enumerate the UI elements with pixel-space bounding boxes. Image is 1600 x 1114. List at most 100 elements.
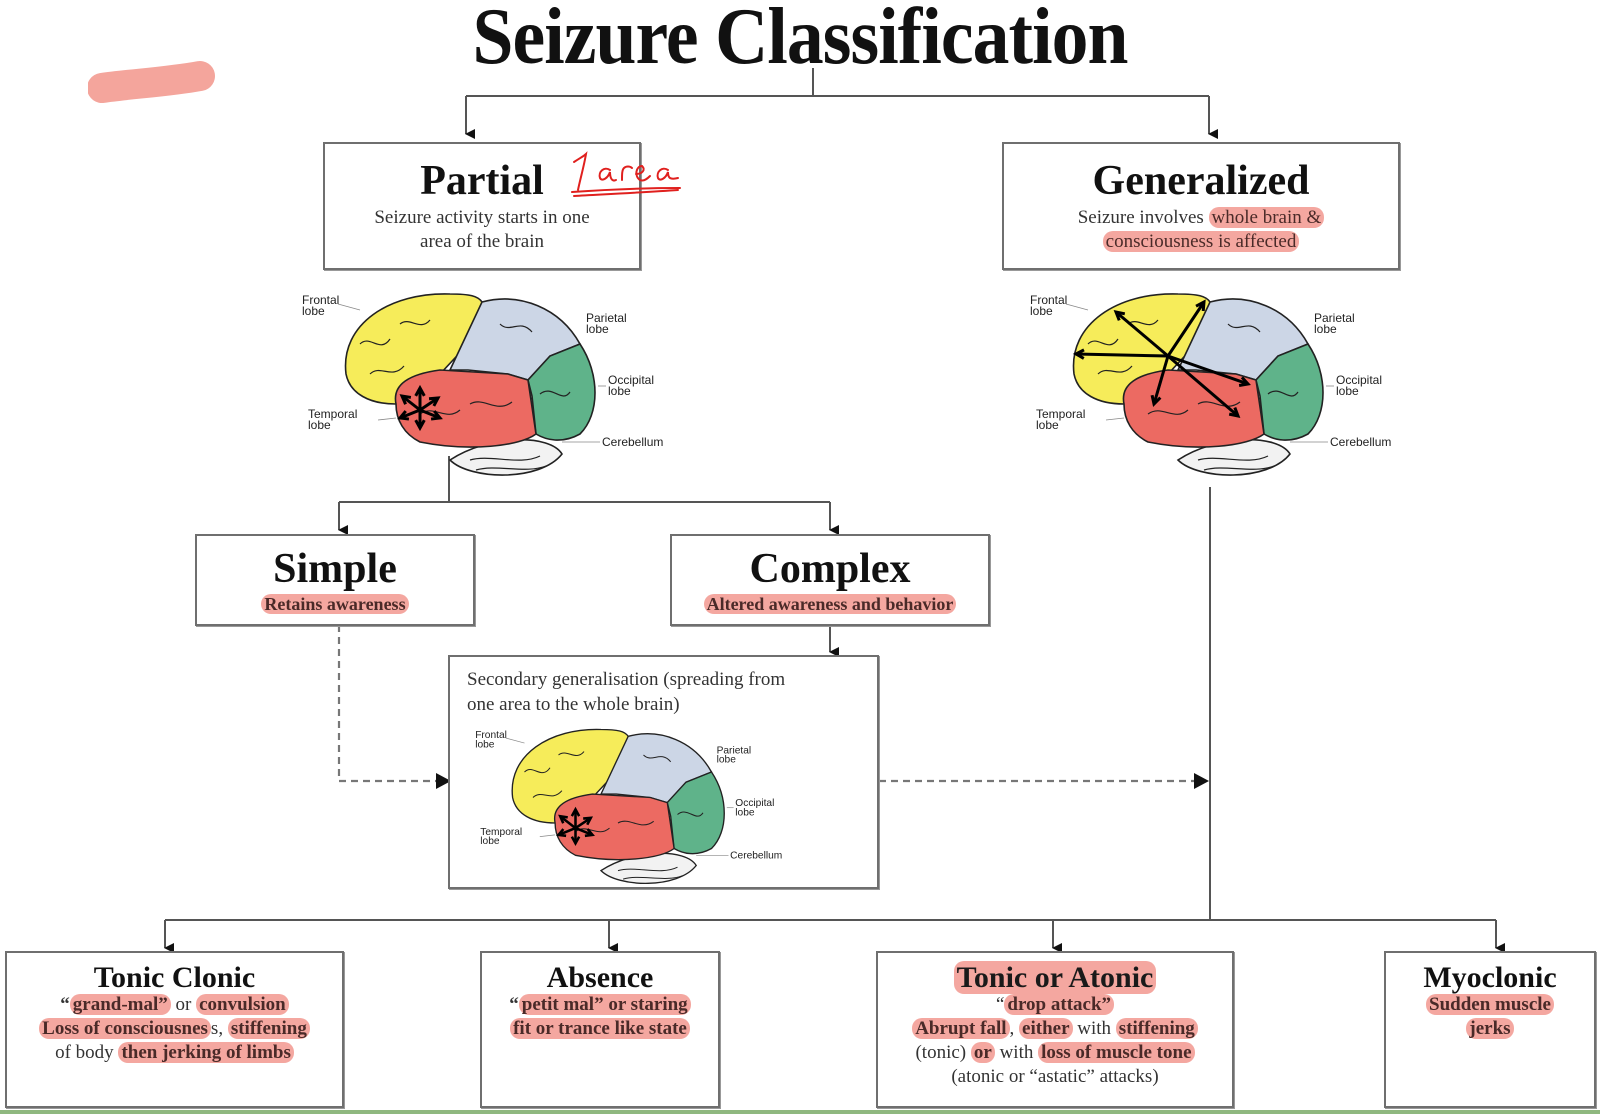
- text: with: [1072, 1018, 1116, 1039]
- text: with: [994, 1042, 1039, 1063]
- gyrus-line: [622, 875, 683, 880]
- gyrus-line: [539, 390, 571, 397]
- parietal-lobe-label: lobe: [1314, 322, 1337, 336]
- parietal-lobe-label: Parietal: [1314, 311, 1355, 325]
- myoclonic-jerks: jerks: [1466, 1018, 1514, 1039]
- temporal-lobe-region: [394, 369, 537, 448]
- temporal-lobe-label: lobe: [1036, 418, 1059, 432]
- gyrus-line: [677, 811, 704, 817]
- spread-arrows-icon: [397, 384, 443, 432]
- text: ,: [1009, 1018, 1020, 1039]
- frontal-lobe-label: lobe: [302, 304, 325, 318]
- occipital-lobe-label: lobe: [735, 807, 755, 818]
- gyrus-line: [1087, 338, 1119, 346]
- temporal-lobe-label: Temporal: [480, 827, 522, 838]
- myoclonic-box: Myoclonic Sudden muscle jerks: [1384, 951, 1596, 1108]
- partial-desc-line1: Seizure activity starts in one: [374, 207, 590, 228]
- gyrus-line: [1267, 390, 1299, 397]
- occipital-lobe-label: lobe: [1336, 384, 1359, 398]
- text: (tonic): [915, 1042, 971, 1063]
- occipital-lobe-label: lobe: [608, 384, 631, 398]
- occipital-lobe-label: Occipital: [735, 798, 774, 809]
- parietal-lobe-label: lobe: [586, 322, 609, 336]
- tonic-clonic-stiffening: stiffening: [227, 1018, 310, 1039]
- spread-arrows-icon: [1072, 299, 1251, 419]
- temporal-lobe-label: Temporal: [1036, 407, 1085, 421]
- gyrus-line: [617, 820, 655, 826]
- myoclonic-heading: Myoclonic: [1423, 961, 1557, 994]
- tonic-atonic-or: or: [970, 1042, 995, 1063]
- parietal-lobe-label: Parietal: [586, 311, 627, 325]
- tonic-atonic-box: Tonic or Atonic “drop attack” Abrupt fal…: [876, 951, 1234, 1108]
- partial-desc-line2: area of the brain: [420, 231, 544, 252]
- dashed-arrowhead-right: [1194, 773, 1209, 789]
- gyrus-line: [532, 790, 563, 798]
- dashed-simple-to-secondary: [337, 625, 436, 783]
- complex-box: Complex Altered awareness and behavior: [670, 534, 990, 626]
- gyrus-line: [499, 323, 533, 333]
- partial-heading: Partial: [420, 158, 544, 204]
- tonic-clonic-loss-consciousness: Loss of consciousnes: [39, 1018, 211, 1039]
- simple-heading: Simple: [273, 546, 397, 592]
- cerebellum-label: Cerebellum: [1330, 435, 1391, 449]
- page-title: Seizure Classification: [472, 0, 1128, 81]
- occipital-lobe-label: Occipital: [608, 373, 654, 387]
- gyrus-line: [558, 751, 585, 756]
- tonic-atonic-atonic-note: (atonic or “astatic” attacks): [951, 1066, 1159, 1087]
- gyrus-line: [643, 754, 672, 763]
- myoclonic-sudden: Sudden muscle: [1426, 994, 1554, 1015]
- quote-mark: “: [509, 994, 519, 1015]
- complex-heading: Complex: [749, 546, 911, 592]
- tonic-atonic-loss-muscle-tone: loss of muscle tone: [1038, 1042, 1195, 1063]
- tonic-clonic-box: Tonic Clonic “grand-mal” or convulsion L…: [5, 951, 344, 1108]
- frontal-lobe-label: Frontal: [1030, 293, 1067, 307]
- tonic-atonic-abrupt-fall: Abrupt fall: [912, 1018, 1010, 1039]
- frontal-lobe-label: Frontal: [302, 293, 339, 307]
- gyrus-line: [469, 455, 541, 461]
- highlighter-stroke: [88, 61, 215, 103]
- generalized-desc-plain: Seizure involves: [1077, 207, 1209, 228]
- absence-heading: Absence: [546, 961, 654, 994]
- generalized-heading: Generalized: [1092, 158, 1310, 204]
- gyrus-line: [1197, 455, 1269, 461]
- temporal-lobe-label: lobe: [308, 418, 331, 432]
- frontal-lobe-label: Frontal: [475, 730, 507, 741]
- absence-box: Absence “petit mal” or staring fit or tr…: [480, 951, 720, 1108]
- absence-trance: fit or trance like state: [510, 1018, 690, 1039]
- gyrus-line: [399, 319, 431, 326]
- text: of body: [55, 1042, 119, 1063]
- simple-box: Simple Retains awareness: [195, 534, 475, 626]
- secondary-text-line1: Secondary generalisation (spreading from: [467, 669, 786, 690]
- generalized-desc-highlight-1: whole brain &: [1208, 207, 1325, 228]
- spread-arrows-icon: [556, 806, 595, 847]
- partial-box: Partial Seizure activity starts in one a…: [323, 142, 641, 270]
- tonic-atonic-stiffening: stiffening: [1115, 1018, 1198, 1039]
- temporal-lobe-region: [554, 793, 675, 861]
- complex-desc: Altered awareness and behavior: [703, 594, 957, 614]
- handwritten-note-text: 1 area: [570, 148, 573, 149]
- text: s,: [210, 1018, 228, 1039]
- gyrus-line: [469, 401, 513, 407]
- absence-petit-mal: petit mal” or staring: [518, 994, 691, 1015]
- gyrus-line: [617, 866, 678, 872]
- gyrus-line: [1203, 465, 1275, 471]
- gyrus-line: [524, 767, 551, 774]
- frontal-lobe-label: lobe: [475, 739, 495, 750]
- frontal-lobe-region: [1072, 293, 1211, 405]
- cerebellum-label: Cerebellum: [730, 851, 782, 862]
- gyrus-line: [369, 365, 405, 375]
- tonic-atonic-either: either: [1019, 1018, 1073, 1039]
- gyrus-line: [1147, 409, 1189, 415]
- gyrus-line: [1227, 323, 1261, 333]
- tonic-clonic-jerking: then jerking of limbs: [118, 1042, 294, 1063]
- quote-mark: “: [60, 994, 70, 1015]
- tonic-atonic-heading: Tonic or Atonic: [953, 961, 1157, 994]
- generalized-box: Generalized Seizure involves whole brain…: [1002, 142, 1400, 270]
- tonic-atonic-drop-attack: drop attack”: [1004, 994, 1115, 1015]
- parietal-lobe-label: lobe: [717, 755, 737, 766]
